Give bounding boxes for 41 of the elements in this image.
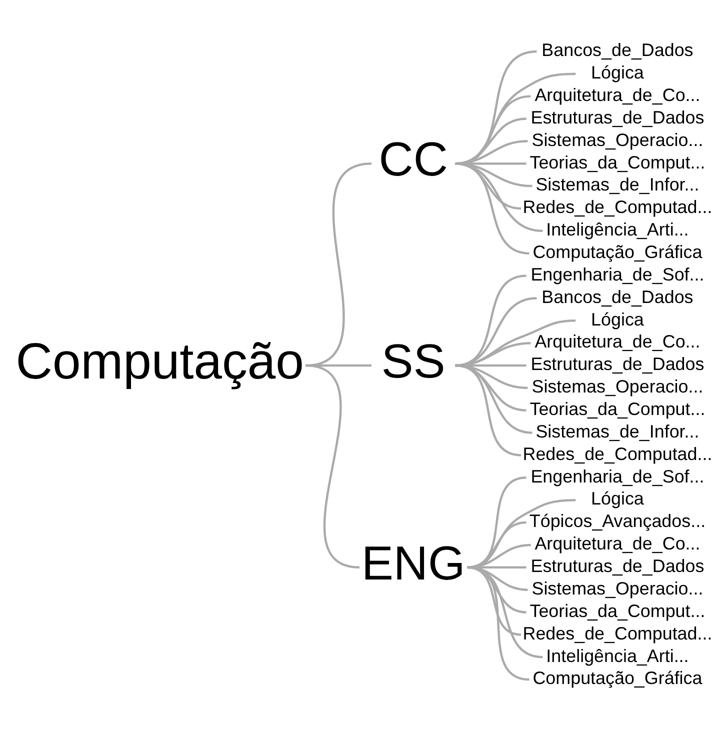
node-text: Sistemas_de_Infor... bbox=[536, 421, 700, 442]
node-text: Estruturas_de_Dados bbox=[530, 556, 704, 576]
connector bbox=[467, 498, 576, 568]
connector bbox=[455, 274, 526, 367]
node-text: Estruturas_de_Dados bbox=[530, 354, 704, 374]
connector bbox=[467, 566, 530, 681]
node-text: Arquitetura_de_Co... bbox=[534, 534, 700, 554]
node-text: CC bbox=[378, 134, 448, 187]
connector bbox=[455, 297, 537, 367]
node-text: Inteligência_Arti... bbox=[546, 220, 689, 240]
node-text: Computação_Gráfica bbox=[532, 242, 702, 262]
connector bbox=[455, 162, 530, 254]
node-text: Redes_de_Computad... bbox=[522, 623, 712, 644]
node-text: Sistemas_Operacio... bbox=[532, 130, 704, 150]
node-text: Engenharia_de_Sof... bbox=[530, 466, 704, 486]
connector bbox=[305, 364, 360, 568]
node-text: Bancos_de_Dados bbox=[542, 40, 694, 60]
node-text: Estruturas_de_Dados bbox=[530, 107, 704, 128]
node-text: Computação_Gráfica bbox=[532, 668, 702, 688]
node-text: Arquitetura_de_Co... bbox=[534, 84, 700, 105]
node-text: Bancos_de_Dados bbox=[542, 286, 694, 307]
node-text: Tópicos_Avançados... bbox=[529, 511, 706, 532]
connector bbox=[455, 364, 522, 456]
node-text: Redes_de_Computad... bbox=[522, 444, 712, 464]
node-text: Sistemas_de_Infor... bbox=[536, 174, 700, 195]
node-text: Arquitetura_de_Co... bbox=[534, 332, 700, 352]
node-text: ENG bbox=[362, 538, 466, 590]
node-text: Redes_de_Computad... bbox=[522, 197, 712, 218]
node-text: Teorias_da_Comput... bbox=[530, 152, 706, 172]
node-text: Engenharia_de_Sof... bbox=[530, 264, 704, 284]
node-text: Computação bbox=[16, 332, 304, 390]
node-text: Teorias_da_Comput... bbox=[530, 399, 706, 419]
node-text: Lógica bbox=[591, 488, 644, 509]
node-text: Lógica bbox=[591, 62, 644, 83]
connector bbox=[467, 544, 531, 569]
node-text: Lógica bbox=[591, 309, 644, 330]
node-text: Inteligência_Arti... bbox=[546, 646, 689, 666]
node-text: Sistemas_Operacio... bbox=[532, 376, 704, 397]
node-text: Sistemas_Operacio... bbox=[532, 578, 704, 598]
node-text: Teorias_da_Comput... bbox=[530, 600, 706, 621]
node-text: SS bbox=[381, 336, 446, 389]
